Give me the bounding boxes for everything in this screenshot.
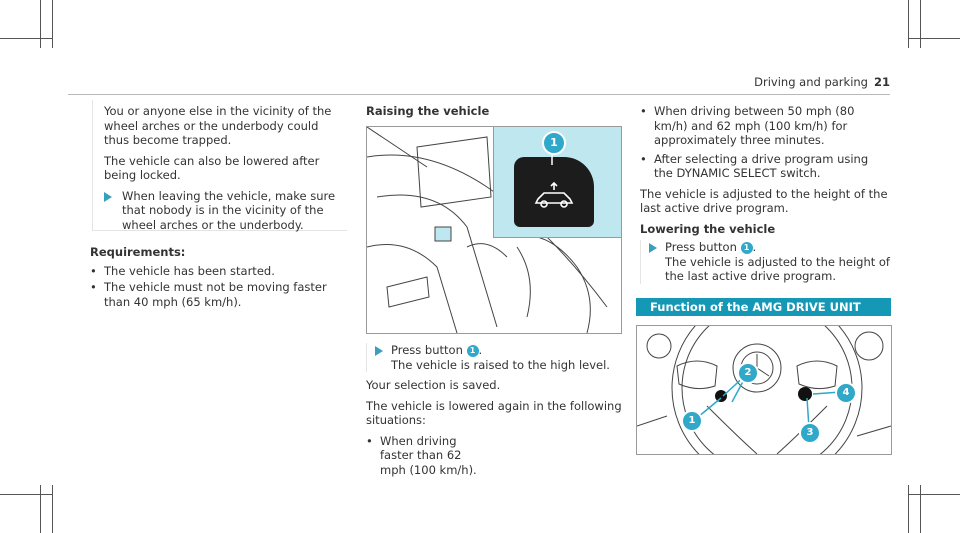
vehicle-lift-icon xyxy=(534,181,574,208)
list-item: The vehicle must not be moving faster th… xyxy=(90,280,346,309)
crop-mark xyxy=(908,38,960,39)
list-item: After selecting a drive program using th… xyxy=(640,152,890,181)
note-paragraph: You or anyone else in the vicinity of th… xyxy=(104,104,332,147)
step-result: The vehicle is adjusted to the height of… xyxy=(665,254,890,284)
header-title: Driving and parking xyxy=(754,75,868,89)
raising-heading-block: Raising the vehicle xyxy=(366,100,622,123)
step-text-end: . xyxy=(478,343,483,357)
raising-instructions: Press button 1. The vehicle is raised to… xyxy=(366,343,622,479)
callout-number: 1 xyxy=(740,241,753,254)
callout-number: 1 xyxy=(681,410,703,432)
crop-mark xyxy=(0,38,52,39)
list-item: The vehicle has been started. xyxy=(90,264,346,279)
header-rule xyxy=(68,94,890,95)
page-number: 21 xyxy=(873,75,890,89)
warning-instruction: When leaving the vehicle, make sure that… xyxy=(104,189,340,233)
crop-mark xyxy=(908,494,960,495)
crop-mark xyxy=(52,0,53,48)
paragraph: The vehicle is adjusted to the height of… xyxy=(640,186,888,216)
vehicle-lift-button xyxy=(514,157,594,227)
step-text: Press button xyxy=(391,343,463,357)
callout-number: 1 xyxy=(466,344,479,357)
list-item: When driving faster than 62 mph (100 km/… xyxy=(366,434,490,478)
paragraph: The vehicle is lowered again in the foll… xyxy=(366,398,622,428)
requirements-heading: Requirements: xyxy=(90,245,186,259)
note-paragraph: The vehicle can also be lowered after be… xyxy=(104,153,320,183)
list-item: When driving between 50 mph (80 km/h) an… xyxy=(640,104,890,148)
crop-mark xyxy=(908,0,909,48)
callout-number: 3 xyxy=(799,422,821,444)
crop-mark xyxy=(40,485,41,533)
warning-note-box xyxy=(92,100,347,231)
requirements: Requirements: The vehicle has been start… xyxy=(90,241,346,311)
figure-steering-wheel: 2 1 3 4 xyxy=(636,325,892,455)
crop-mark xyxy=(908,485,909,533)
section-heading: Raising the vehicle xyxy=(366,104,490,118)
callout-number: 1 xyxy=(542,131,566,155)
crop-mark xyxy=(40,0,41,48)
arrow-icon xyxy=(375,346,383,356)
callout-number: 4 xyxy=(835,382,857,404)
crop-mark xyxy=(0,494,52,495)
page-header: Driving and parking 21 xyxy=(650,75,890,89)
crop-mark xyxy=(920,0,921,48)
step-result: The vehicle is raised to the high level. xyxy=(391,357,610,372)
instruction-step: Press button 1. The vehicle is adjusted … xyxy=(640,240,890,284)
lowering-block: When driving between 50 mph (80 km/h) an… xyxy=(640,104,890,284)
arrow-icon xyxy=(104,191,112,202)
callout-number: 2 xyxy=(737,362,759,384)
arrow-icon xyxy=(649,243,657,253)
instruction-step: Press button 1. The vehicle is raised to… xyxy=(366,343,622,372)
inset-zoom: 1 xyxy=(493,127,621,238)
section-heading: Lowering the vehicle xyxy=(640,221,776,236)
crop-mark xyxy=(52,485,53,533)
section-title: Function of the AMG DRIVE UNIT xyxy=(650,300,861,314)
crop-mark xyxy=(920,485,921,533)
warning-text: When leaving the vehicle, make sure that… xyxy=(122,188,336,232)
figure-dashboard-button: 1 xyxy=(366,126,622,334)
section-title-bar: Function of the AMG DRIVE UNIT xyxy=(636,298,891,316)
warning-note: You or anyone else in the vicinity of th… xyxy=(104,104,340,232)
step-text-end: . xyxy=(752,240,757,254)
step-text: Press button xyxy=(665,240,737,254)
paragraph: Your selection is saved. xyxy=(366,378,501,392)
